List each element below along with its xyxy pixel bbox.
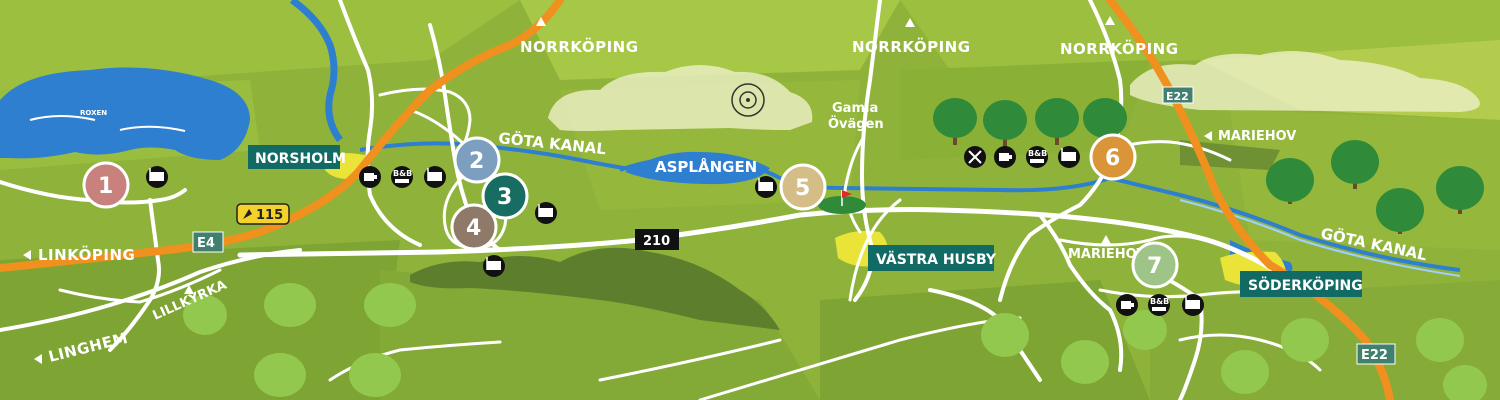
north-arrow-icon: [1101, 235, 1111, 244]
road-label-ovagen: Övägen: [828, 116, 884, 132]
river: [289, 0, 343, 143]
stop-number: 1: [98, 174, 113, 199]
visitor-sign-icon: [146, 166, 168, 188]
direction-norrkoping-3: NORRKÖPING: [1060, 39, 1179, 58]
stop-1[interactable]: 1: [82, 161, 130, 209]
bnb-label: B&B: [393, 169, 412, 178]
stop-5[interactable]: 5: [779, 163, 827, 211]
visitor-sign-icon: [483, 255, 505, 277]
stop-number: 2: [469, 149, 484, 174]
road-symbol-icon: [243, 209, 252, 219]
road-shield-label: E22: [1361, 348, 1388, 363]
place-sign-soderkoping: SÖDERKÖPING: [1240, 271, 1363, 297]
bnb-icon: B&B: [391, 166, 413, 188]
coffee-cup-icon: [1116, 294, 1138, 316]
direction-norrkoping-2: NORRKÖPING: [852, 37, 971, 56]
restaurant-icon: [964, 146, 986, 168]
water-label-asplangen: ASPLÅNGEN: [655, 157, 757, 176]
road-shield-label: 115: [256, 208, 283, 223]
road-shield-label: 210: [643, 234, 670, 249]
place-sign-norsholm: NORSHOLM: [248, 145, 346, 169]
service-icons: B&B B&B B&B: [146, 146, 1204, 316]
visitor-sign-icon: [535, 202, 557, 224]
motorways: [0, 0, 1394, 400]
stop-number: 5: [795, 176, 810, 201]
stop-markers[interactable]: 1 2 3 4 5 6 7: [82, 133, 1179, 289]
road-label-gamla: Gamla: [832, 101, 878, 116]
bnb-label: B&B: [1150, 297, 1169, 306]
coffee-cup-icon: [994, 146, 1016, 168]
road-shield-115: 115: [236, 203, 290, 225]
stop-4[interactable]: 4: [450, 203, 498, 251]
bnb-icon: B&B: [1026, 146, 1048, 168]
direction-norrkoping-1: NORRKÖPING: [520, 37, 639, 56]
visitor-sign-icon: [424, 166, 446, 188]
visitor-sign-icon: [1182, 294, 1204, 316]
trees: [183, 98, 1487, 400]
road-shield-e4: E4: [192, 231, 224, 253]
stop-3[interactable]: 3: [481, 172, 529, 220]
stop-number: 7: [1147, 254, 1162, 279]
bnb-label: B&B: [1028, 149, 1047, 158]
north-arrow-icon: [184, 285, 194, 294]
road-shield-e22-north: E22: [1162, 86, 1194, 104]
road-shield-label: E4: [197, 236, 215, 251]
west-arrow-icon: [1204, 131, 1212, 141]
west-arrow-icon: [23, 250, 31, 260]
stop-2[interactable]: 2: [453, 136, 501, 184]
golf-course: [818, 190, 866, 214]
road-shield-label: E22: [1166, 90, 1189, 103]
visitor-sign-icon: [1058, 146, 1080, 168]
direction-labels: NORRKÖPING NORRKÖPING NORRKÖPING LINKÖPI…: [23, 16, 1296, 366]
target-icon: [731, 83, 765, 117]
north-arrow-icon: [536, 17, 546, 26]
direction-mariehov-1: MARIEHOV: [1218, 129, 1296, 144]
place-sign-label: SÖDERKÖPING: [1248, 276, 1363, 294]
stop-number: 4: [466, 216, 481, 241]
coffee-cup-icon: [359, 166, 381, 188]
direction-linkoping: LINKÖPING: [38, 245, 135, 264]
stop-number: 3: [497, 185, 512, 210]
stop-6[interactable]: 6: [1089, 133, 1137, 181]
lake-roxen: ROXEN: [0, 67, 250, 160]
north-arrow-icon: [1105, 16, 1115, 25]
lake-label: ROXEN: [80, 109, 107, 117]
place-sign-label: VÄSTRA HUSBY: [876, 251, 997, 268]
place-sign-vastra-husby: VÄSTRA HUSBY: [868, 245, 997, 271]
place-sign-label: NORSHOLM: [255, 151, 346, 167]
road-shield-210: 210: [635, 229, 679, 250]
road-shield-e22-south: E22: [1356, 343, 1396, 365]
visitor-sign-icon: [755, 176, 777, 198]
direction-mariehov-2: MARIEHOV: [1068, 247, 1146, 262]
clouds: [548, 51, 1480, 131]
bnb-icon: B&B: [1148, 294, 1170, 316]
stop-number: 6: [1105, 146, 1120, 171]
west-arrow-icon: [34, 354, 42, 364]
stop-7[interactable]: 7: [1131, 241, 1179, 289]
north-arrow-icon: [905, 18, 915, 27]
